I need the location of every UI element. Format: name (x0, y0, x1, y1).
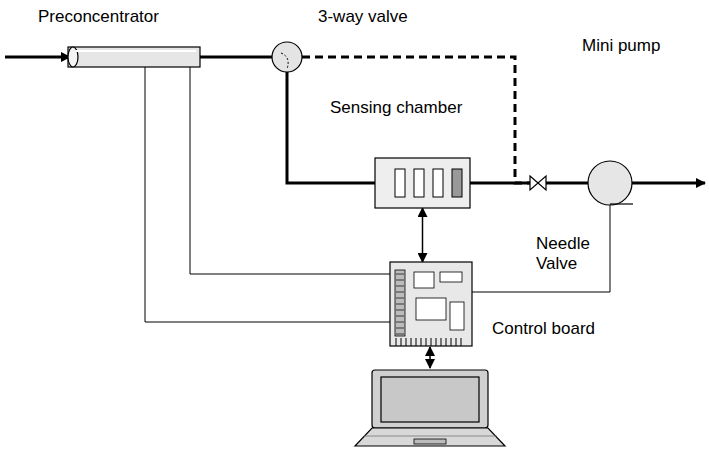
preconcentrator-tube (68, 47, 200, 67)
laptop-computer (355, 370, 505, 446)
chip (450, 302, 464, 330)
connector-pin (396, 298, 404, 299)
edge-pin (446, 338, 447, 346)
connector-pin (396, 316, 404, 317)
signal-arrow (422, 208, 424, 262)
connector-pin (396, 322, 404, 323)
inlet-arrow (5, 56, 70, 59)
connector-pin (396, 328, 404, 329)
chip (414, 272, 434, 288)
control-board: Control board (390, 262, 472, 346)
edge-pin (411, 338, 412, 346)
edge-pin (431, 338, 432, 346)
edge-pin (426, 338, 427, 346)
gas-sensor (433, 169, 443, 197)
gas-sensor (395, 169, 405, 197)
node-label: Mini pump (582, 36, 660, 56)
three-way-valve-shape (272, 42, 302, 72)
gas-sensor (452, 169, 462, 197)
edge-pin (461, 338, 462, 346)
edge-pin (401, 338, 402, 346)
node-label: Control board (492, 319, 595, 339)
edge-pin (421, 338, 422, 346)
connector-pin (396, 334, 404, 335)
edge-pin (441, 338, 442, 346)
connector-pin (396, 292, 404, 293)
connector-pin (396, 304, 404, 305)
data-link-arrow (429, 347, 431, 368)
node-label: Sensing chamber (330, 98, 462, 118)
connector-pin (396, 280, 404, 281)
tube-highlight (76, 50, 196, 52)
board-connector (395, 270, 405, 336)
sensing-chamber: Sensing chamber (375, 158, 470, 208)
gas-line (200, 56, 272, 59)
edge-pin (436, 338, 437, 346)
gas-line (287, 72, 375, 183)
chip (416, 298, 446, 320)
node-label: 3-way valve (318, 7, 408, 27)
three-way-valve: 3-way valve (272, 42, 302, 72)
edge-pin (456, 338, 457, 346)
valve-body (272, 42, 302, 72)
preconcentrator: Preconcentrator (68, 47, 200, 67)
control-wire (472, 205, 610, 292)
connector-pin (396, 310, 404, 311)
edge-pin (451, 338, 452, 346)
gas-line (470, 182, 530, 185)
mini-pump: Mini pump (588, 161, 632, 205)
chip (440, 272, 462, 282)
sensing-chamber-shape (375, 158, 470, 208)
connector-pin (396, 286, 404, 287)
needle-valve-symbol (530, 176, 546, 190)
connector-pin (396, 274, 404, 275)
mini-pump-shape (588, 161, 632, 205)
pump-outlet (610, 203, 633, 204)
edge-pin (406, 338, 407, 346)
needle-valve: Needle Valve (530, 176, 546, 190)
pump-body (588, 161, 632, 205)
node-label: Preconcentrator (38, 7, 159, 27)
preconcentrator-shape (68, 47, 200, 67)
valve-port (281, 53, 288, 69)
board-pcb (390, 262, 472, 346)
chamber-body (375, 158, 470, 208)
gas-line (546, 182, 588, 185)
outlet-arrow (632, 182, 705, 185)
edge-pin (416, 338, 417, 346)
gas-sensor (414, 169, 424, 197)
edge-pin (396, 338, 397, 346)
needle-valve-shape (530, 176, 546, 190)
node-label: Needle Valve (536, 234, 600, 274)
control-board-shape (390, 262, 472, 346)
